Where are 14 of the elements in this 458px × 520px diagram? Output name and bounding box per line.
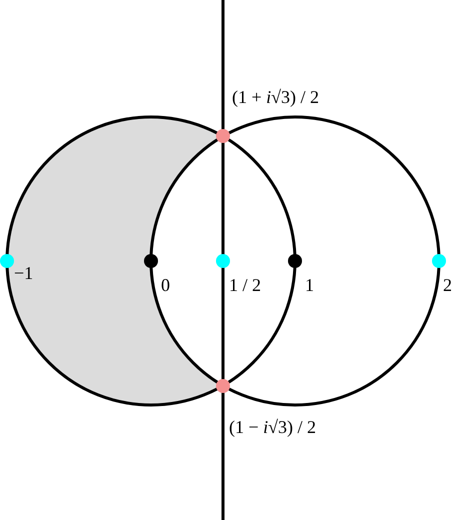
point-dot bbox=[216, 254, 230, 268]
point-dot bbox=[216, 378, 230, 393]
point-dot bbox=[216, 129, 230, 144]
point-label: 1 / 2 bbox=[229, 276, 262, 294]
point-label: −1 bbox=[14, 264, 34, 282]
point-label: (1 + i√3) / 2 bbox=[232, 88, 320, 106]
point-dot bbox=[0, 254, 14, 268]
point-dot bbox=[432, 254, 446, 268]
point-label: (1 − i√3) / 2 bbox=[229, 418, 316, 436]
point-label: 0 bbox=[161, 276, 170, 294]
point-dot bbox=[144, 254, 158, 268]
point-dot bbox=[288, 254, 302, 268]
point-label: 1 bbox=[305, 276, 314, 294]
point-label: 2 bbox=[443, 276, 452, 294]
